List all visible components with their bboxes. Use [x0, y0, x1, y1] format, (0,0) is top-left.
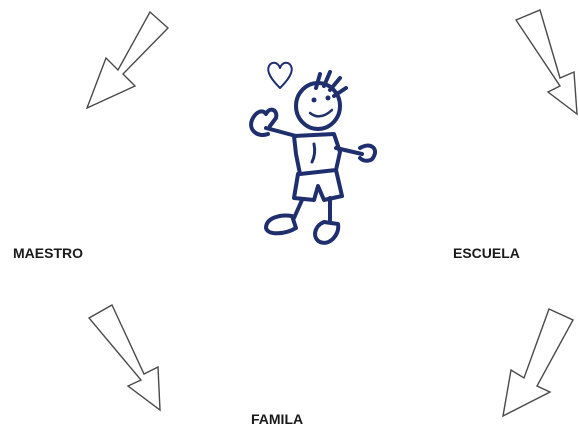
- arrow-bottom-left-icon: [87, 304, 161, 412]
- label-family: FAMILA: [251, 411, 304, 427]
- label-teacher: MAESTRO: [13, 245, 83, 261]
- heart-icon: [267, 61, 293, 89]
- arrow-top-left-icon: [85, 10, 170, 110]
- label-school: ESCUELA: [453, 245, 520, 261]
- arrow-bottom-right-icon: [502, 308, 574, 418]
- child-figure-icon: [249, 61, 377, 245]
- arrow-top-right-icon: [514, 9, 578, 116]
